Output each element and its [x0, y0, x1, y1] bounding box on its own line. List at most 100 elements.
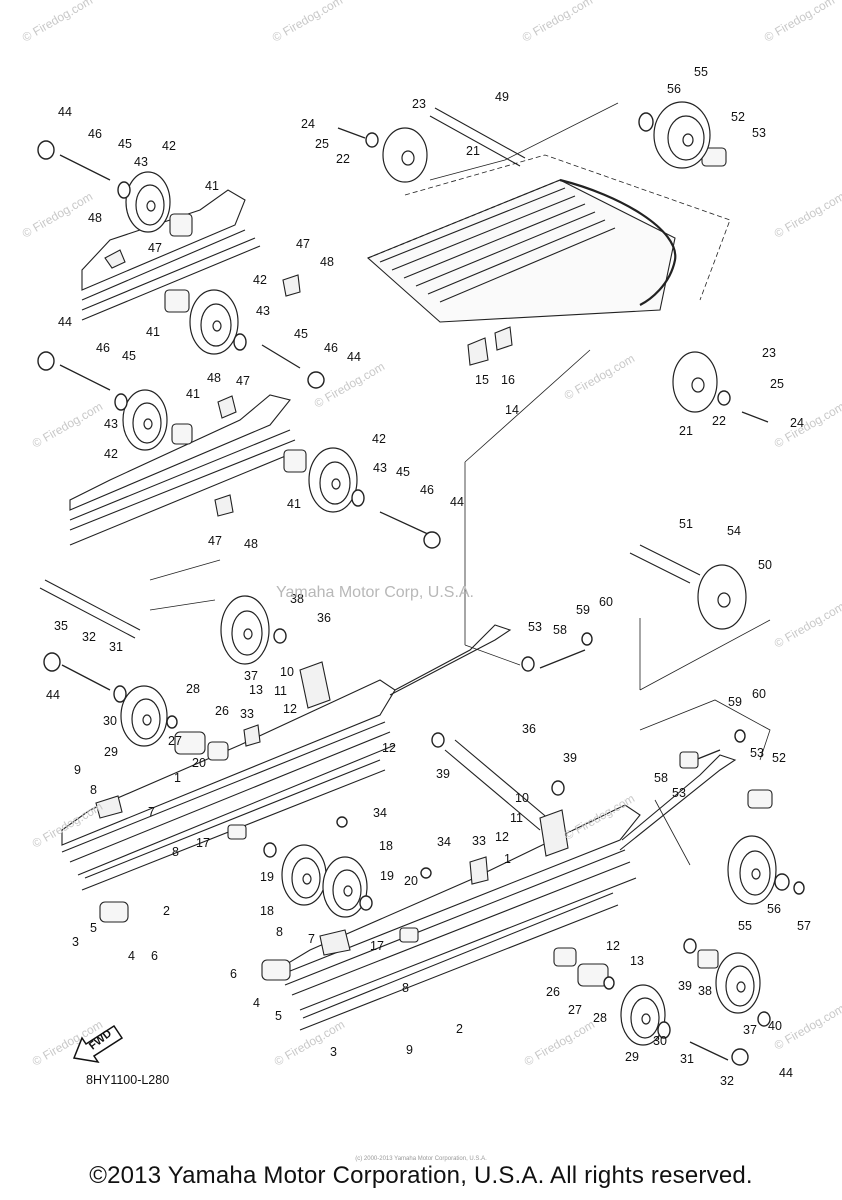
callout-8: 8 [276, 925, 283, 939]
callout-38: 38 [290, 592, 304, 606]
idler-wheel-42-c [122, 389, 168, 451]
callout-34: 34 [373, 806, 387, 820]
upper-slide-rail-left [81, 189, 261, 321]
bearing-60-a [581, 632, 593, 646]
callout-22: 22 [712, 414, 726, 428]
callout-20: 20 [404, 874, 418, 888]
callout-17: 17 [196, 836, 210, 850]
collar-58-b [679, 751, 699, 769]
callout-35: 35 [54, 619, 68, 633]
bearing-43-c [114, 393, 128, 411]
bearing-19-a [263, 842, 277, 858]
bearing-44-e [43, 652, 61, 672]
parts-exploded-diagram: 4446454243414847474842434145464444464548… [37, 65, 811, 1088]
slide-rail-1 [61, 679, 396, 876]
callout-53: 53 [752, 126, 766, 140]
callout-46: 46 [88, 127, 102, 141]
collar-17-b [399, 927, 419, 943]
callout-52: 52 [731, 110, 745, 124]
callout-59: 59 [728, 695, 742, 709]
drive-track [366, 154, 731, 323]
callout-31: 31 [680, 1052, 694, 1066]
bearing-44-a [37, 140, 55, 160]
bolt-24-b [741, 411, 769, 423]
idler-wheel-54 [697, 564, 747, 630]
callout-10: 10 [280, 665, 294, 679]
callout-58: 58 [553, 623, 567, 637]
callout-19: 19 [380, 869, 394, 883]
nut-57 [793, 881, 805, 895]
callout-15: 15 [475, 373, 489, 387]
bearing-39-a [431, 732, 445, 748]
idler-wheel-18-a [281, 844, 327, 906]
callout-44: 44 [347, 350, 361, 364]
callout-47: 47 [236, 374, 250, 388]
callout-54: 54 [727, 524, 741, 538]
callout-43: 43 [104, 417, 118, 431]
bracket-47-c [217, 395, 237, 419]
nut-34-b [420, 867, 432, 879]
callout-5: 5 [275, 1009, 282, 1023]
block-8-a [95, 795, 123, 819]
callout-43: 43 [373, 461, 387, 475]
bearing-30-b [657, 1021, 671, 1039]
idler-wheel-29-a [120, 685, 168, 747]
clip-15 [467, 337, 489, 366]
callout-44: 44 [58, 315, 72, 329]
callout-20: 20 [192, 756, 206, 770]
callout-39: 39 [563, 751, 577, 765]
publication-code: 8HY1100-L280 [86, 1073, 170, 1087]
callout-58: 58 [654, 771, 668, 785]
callout-56: 56 [767, 902, 781, 916]
collar-52-b [747, 789, 773, 809]
washer-28-a [166, 715, 178, 729]
callout-24: 24 [301, 117, 315, 131]
callout-29: 29 [104, 745, 118, 759]
callout-2: 2 [456, 1022, 463, 1036]
bushing-26-b [553, 947, 577, 967]
callout-39: 39 [678, 979, 692, 993]
callout-36: 36 [317, 611, 331, 625]
bearing-39-c [683, 938, 697, 954]
callout-12: 12 [283, 702, 297, 716]
callout-37: 37 [743, 1023, 757, 1037]
callout-23: 23 [412, 97, 426, 111]
collar-41-b [164, 289, 190, 313]
bolt-32-a [61, 664, 111, 691]
callout-13: 13 [249, 683, 263, 697]
bushing-4-a [99, 901, 129, 923]
nut-40 [757, 1011, 771, 1027]
idler-wheel-42-d [308, 447, 358, 513]
callout-60: 60 [752, 687, 766, 701]
callout-56: 56 [667, 82, 681, 96]
callout-45: 45 [396, 465, 410, 479]
rear-arm-lower [619, 754, 737, 851]
callout-27: 27 [168, 734, 182, 748]
callout-7: 7 [308, 932, 315, 946]
idler-wheel-55-bottom [727, 835, 777, 905]
callout-19: 19 [260, 870, 274, 884]
callout-23: 23 [762, 346, 776, 360]
shaft-36 [444, 739, 551, 831]
bolt-45-b [261, 344, 301, 369]
callout-42: 42 [104, 447, 118, 461]
callout-42: 42 [162, 139, 176, 153]
callout-42: 42 [253, 273, 267, 287]
callout-49: 49 [495, 90, 509, 104]
callout-43: 43 [134, 155, 148, 169]
slide-rail-4 [299, 892, 619, 1031]
callout-53: 53 [528, 620, 542, 634]
callout-30: 30 [103, 714, 117, 728]
bearing-30-a [113, 685, 127, 703]
callout-57: 57 [797, 919, 811, 933]
callout-3: 3 [330, 1045, 337, 1059]
bearing-44-c [37, 351, 55, 371]
callout-21: 21 [679, 424, 693, 438]
callout-6: 6 [230, 967, 237, 981]
callout-48: 48 [320, 255, 334, 269]
bolt-32-b [689, 1041, 729, 1061]
block-8-c [319, 929, 351, 956]
bracket-33-b [469, 856, 489, 885]
callout-9: 9 [406, 1043, 413, 1057]
